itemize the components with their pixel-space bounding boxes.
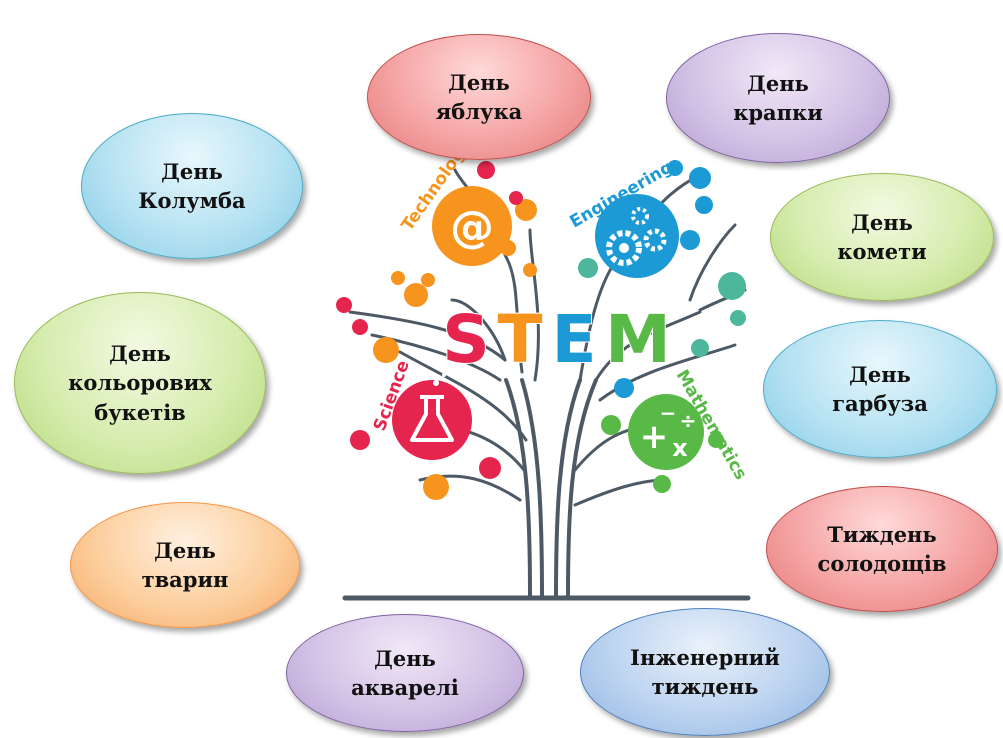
stem-letter-e: E: [551, 301, 596, 378]
bubble-watercolor-day-label: День акварелі: [351, 645, 459, 700]
bubble-apple-day-label: День яблука: [435, 69, 523, 124]
flask-icon: [410, 373, 454, 442]
svg-text:−: −: [660, 401, 677, 425]
bubble-sweets-week: Тиждень солодощів: [766, 486, 998, 612]
bubble-columbus-day: День Колумба: [81, 113, 303, 259]
bubble-dot-day: День крапки: [666, 33, 890, 163]
stem-title: S T E M: [441, 300, 672, 379]
bubble-columbus-day-label: День Колумба: [138, 158, 246, 213]
svg-text:÷: ÷: [680, 409, 697, 433]
tree-leaf-dots: [336, 160, 746, 500]
stem-letter-m: M: [605, 301, 671, 378]
stem-letter-t: T: [497, 301, 542, 378]
bubble-bouquets-day-label: День кольорових букетів: [68, 340, 212, 425]
mathematics-branch: + x − ÷ Mathematics: [628, 367, 751, 483]
bubble-bouquets-day: День кольорових букетів: [14, 292, 266, 474]
bubble-comet-day: День комети: [770, 173, 994, 301]
bubble-watercolor-day: День акварелі: [286, 614, 524, 732]
technology-at-icon: @: [450, 202, 494, 253]
bubble-engineering-week-label: Інженерний тиждень: [630, 644, 780, 699]
bubble-sweets-week-label: Тиждень солодощів: [817, 521, 947, 576]
bubble-dot-day-label: День крапки: [733, 70, 823, 125]
bubble-comet-day-label: День комети: [837, 209, 927, 264]
bubble-pumpkin-day-label: День гарбуза: [832, 361, 928, 416]
bubble-apple-day: День яблука: [367, 34, 591, 160]
bubble-pumpkin-day: День гарбуза: [763, 320, 997, 458]
bubble-engineering-week: Інженерний тиждень: [580, 608, 830, 736]
bubble-animals-day-label: День тварин: [141, 537, 229, 592]
svg-text:x: x: [672, 434, 688, 462]
svg-text:+: +: [640, 417, 669, 457]
bubble-animals-day: День тварин: [70, 502, 300, 628]
math-operators-icon: + x − ÷: [640, 401, 697, 462]
gears-icon: [606, 207, 667, 266]
stem-letter-s: S: [442, 301, 490, 378]
